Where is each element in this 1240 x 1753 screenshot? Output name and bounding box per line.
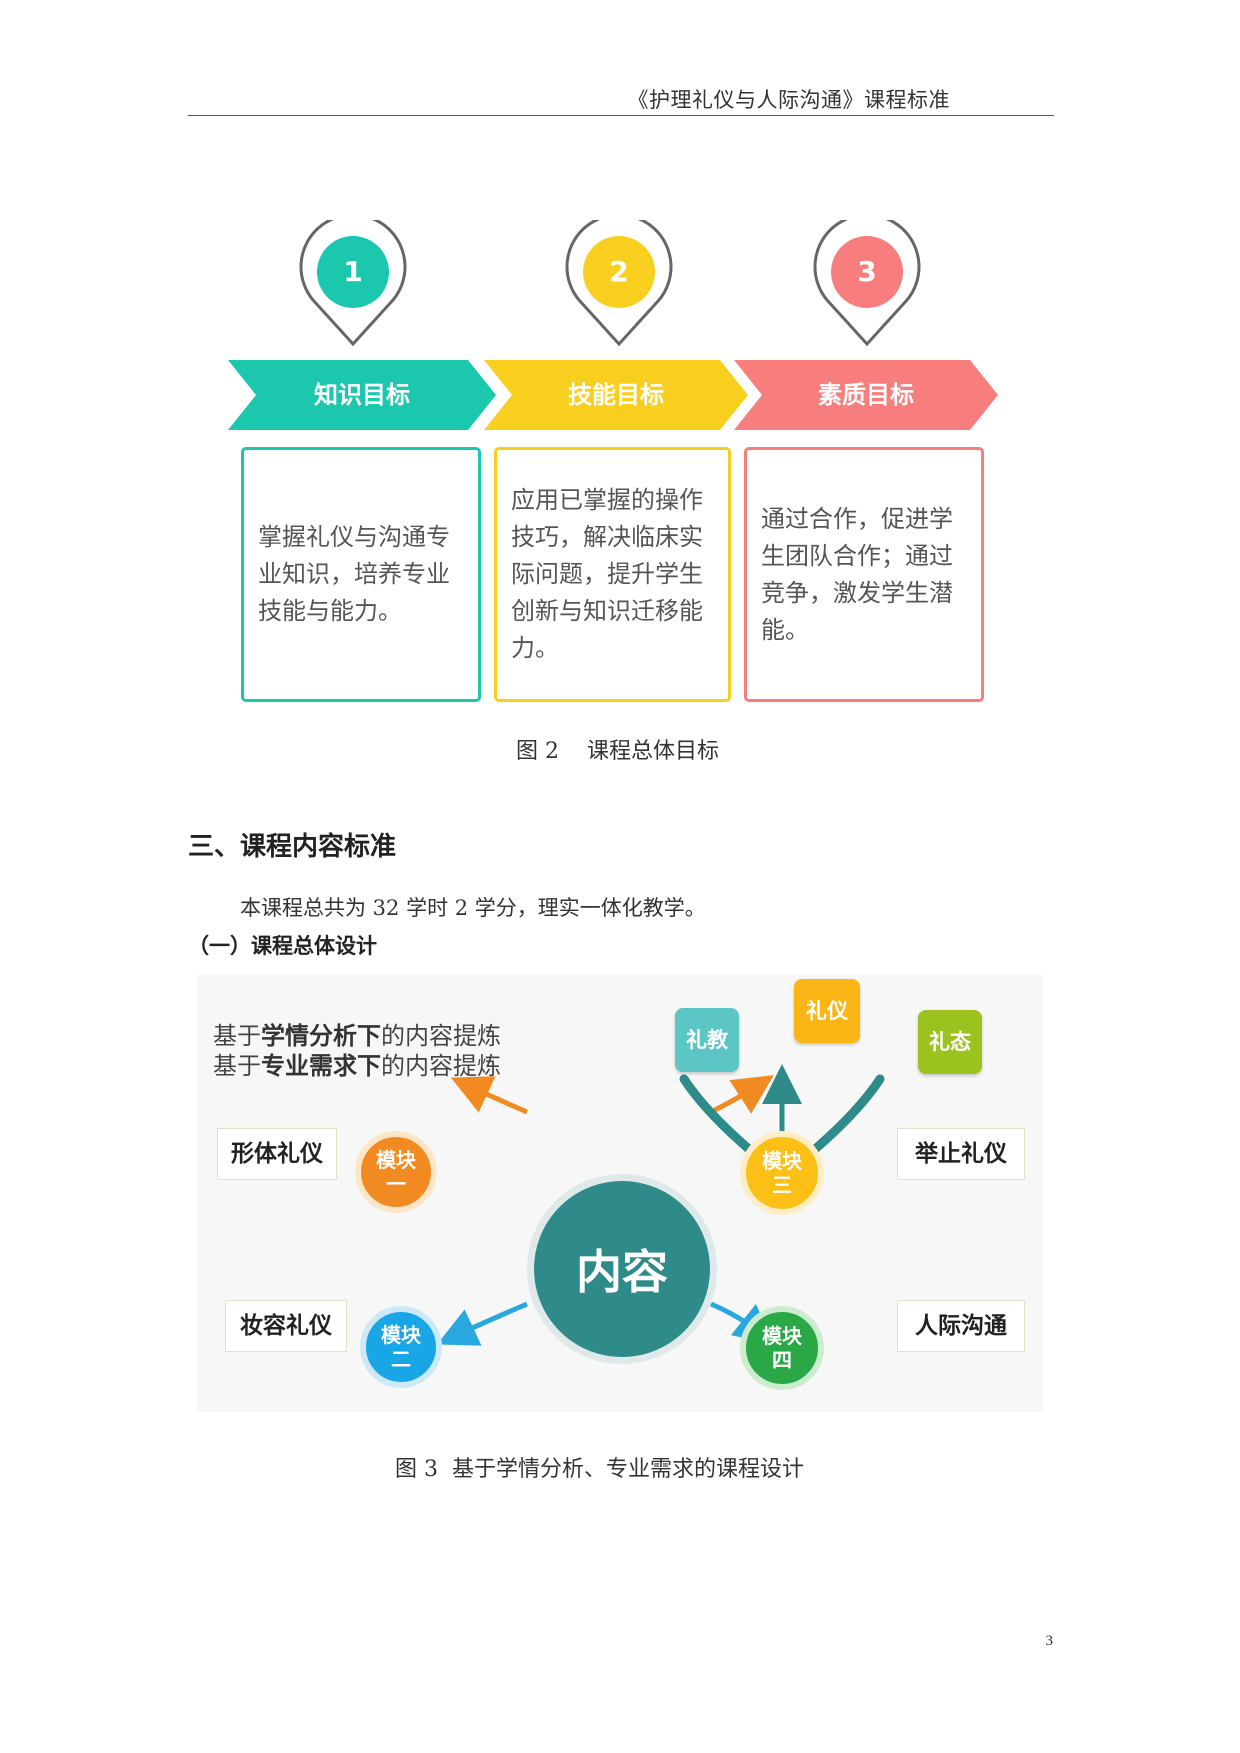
module-4: 模块四 xyxy=(740,1306,824,1390)
goal-box-quality: 通过合作，促进学生团队合作；通过竞争，激发学生潜能。 xyxy=(744,447,984,702)
goal-pin-2: 2 xyxy=(565,220,673,348)
tag-liiao: 礼教 xyxy=(675,1008,739,1072)
header-title: 《护理礼仪与人际沟通》课程标准 xyxy=(627,88,950,112)
goal-pin-3: 3 xyxy=(813,220,921,348)
goal-text-skill: 应用已掌握的操作技巧，解决临床实际问题，提升学生创新与知识迁移能力。 xyxy=(511,486,703,662)
goal-box-skill: 应用已掌握的操作技巧，解决临床实际问题，提升学生创新与知识迁移能力。 xyxy=(494,447,731,702)
module-2: 模块二 xyxy=(360,1306,442,1388)
topic-body-etiquette: 形体礼仪 xyxy=(217,1128,337,1180)
header-rule xyxy=(188,115,1054,116)
goal-box-knowledge: 掌握礼仪与沟通专业知识，培养专业技能与能力。 xyxy=(241,447,481,702)
topic-behavior-etiquette: 举止礼仪 xyxy=(897,1128,1025,1180)
tag-liyi: 礼仪 xyxy=(794,979,860,1043)
module-3: 模块三 xyxy=(740,1131,824,1215)
goal-text-knowledge: 掌握礼仪与沟通专业知识，培养专业技能与能力。 xyxy=(258,523,450,625)
goal-label-quality: 素质目标 xyxy=(818,381,914,409)
module-1: 模块一 xyxy=(355,1131,437,1213)
design-basis-line-1: 基于学情分析下的内容提炼 xyxy=(213,1022,501,1050)
subsection-heading: （一）课程总体设计 xyxy=(188,934,377,958)
figure3-caption: 图 3 基于学情分析、专业需求的课程设计 xyxy=(395,1457,804,1482)
design-basis-line-2: 基于专业需求下的内容提炼 xyxy=(213,1052,501,1080)
page-number: 3 xyxy=(1045,1633,1054,1649)
goal-label-skill: 技能目标 xyxy=(568,381,664,409)
topic-interpersonal-communication: 人际沟通 xyxy=(897,1300,1025,1352)
design-arrows xyxy=(436,1064,885,1346)
section-title: 三、课程内容标准 xyxy=(188,832,397,862)
goal-label-knowledge: 知识目标 xyxy=(314,381,410,409)
figure2-caption: 图 2 课程总体目标 xyxy=(516,739,719,764)
section-paragraph: 本课程总共为 32 学时 2 学分，理实一体化教学。 xyxy=(240,896,706,920)
goal-number-3: 3 xyxy=(831,236,903,308)
figure-course-design: 基于学情分析下的内容提炼 基于专业需求下的内容提炼 内容 模块一 模块二 模块三… xyxy=(197,974,1043,1412)
goal-text-quality: 通过合作，促进学生团队合作；通过竞争，激发学生潜能。 xyxy=(761,504,953,644)
design-center-content: 内容 xyxy=(527,1174,717,1364)
tag-litai: 礼态 xyxy=(918,1010,982,1074)
goal-number-1: 1 xyxy=(317,236,389,308)
goal-pin-1: 1 xyxy=(299,220,407,348)
topic-makeup-etiquette: 妆容礼仪 xyxy=(225,1300,347,1352)
goal-chevron-bar: 知识目标 技能目标 素质目标 xyxy=(228,360,998,430)
goal-number-2: 2 xyxy=(583,236,655,308)
